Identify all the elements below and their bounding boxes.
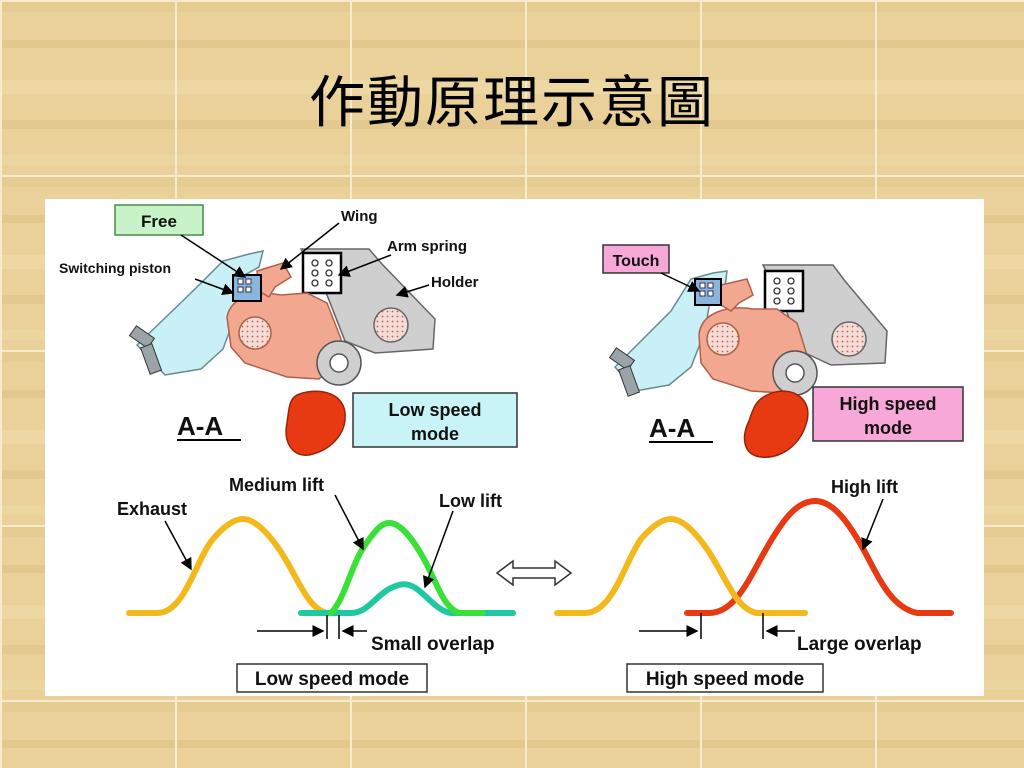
left-cam bbox=[285, 390, 346, 456]
free-tag bbox=[114, 204, 204, 236]
high-speed-mode-line2: mode bbox=[864, 418, 912, 438]
small-overlap-label: Small overlap bbox=[371, 634, 495, 655]
left-bracket bbox=[135, 250, 265, 376]
bolt-icon bbox=[128, 325, 163, 375]
left-wing bbox=[256, 262, 293, 299]
diagram-panel: Free Wing Arm spring Holder Switching pi… bbox=[45, 199, 984, 696]
low-speed-caption: Low speed mode bbox=[255, 669, 409, 690]
left-rocker-arm bbox=[226, 292, 342, 380]
right-lift-graph: High lift Large overlap High speed mode bbox=[554, 477, 954, 693]
exhaust-label: Exhaust bbox=[117, 499, 187, 519]
bolt-icon bbox=[608, 347, 641, 397]
high-speed-caption: High speed mode bbox=[646, 669, 804, 690]
free-tag-label: Free bbox=[141, 212, 177, 231]
high-lift-label: High lift bbox=[831, 477, 898, 497]
low-speed-mode-line2: mode bbox=[411, 424, 459, 444]
right-mechanism bbox=[608, 264, 888, 458]
right-wing bbox=[720, 278, 754, 312]
left-section-label: A-A bbox=[177, 411, 223, 441]
switching-piston-label: Switching piston bbox=[59, 260, 171, 276]
wing-label: Wing bbox=[341, 208, 378, 225]
right-cam bbox=[743, 390, 809, 458]
touch-tag bbox=[602, 244, 670, 274]
holder-label: Holder bbox=[431, 274, 479, 291]
right-arm-spring bbox=[763, 269, 805, 313]
low-speed-mode-line1: Low speed bbox=[388, 400, 481, 420]
touch-tag-label: Touch bbox=[613, 253, 660, 270]
double-arrow-icon bbox=[495, 559, 573, 587]
medium-lift-label: Medium lift bbox=[229, 475, 324, 495]
slide-title: 作動原理示意圖 bbox=[309, 71, 715, 136]
arm-spring-label: Arm spring bbox=[387, 238, 467, 255]
left-mechanism bbox=[128, 248, 436, 456]
high-speed-caption-box bbox=[626, 663, 824, 693]
left-arm-spring bbox=[301, 251, 343, 295]
low-speed-caption-box bbox=[236, 663, 428, 693]
left-lift-graph: Exhaust Medium lift Low lift Small overl… bbox=[117, 475, 516, 693]
right-section-label: A-A bbox=[649, 413, 695, 443]
large-overlap-label: Large overlap bbox=[797, 634, 922, 655]
high-lift-curve bbox=[684, 497, 954, 616]
low-lift-curve bbox=[298, 581, 516, 616]
exhaust-curve-right bbox=[554, 515, 808, 616]
high-speed-mode-box bbox=[812, 386, 964, 442]
medium-lift-curve bbox=[328, 519, 486, 616]
low-lift-label: Low lift bbox=[439, 491, 502, 511]
high-speed-mode-line1: High speed bbox=[839, 394, 936, 414]
low-speed-mode-box bbox=[352, 392, 518, 448]
exhaust-curve bbox=[126, 515, 344, 616]
